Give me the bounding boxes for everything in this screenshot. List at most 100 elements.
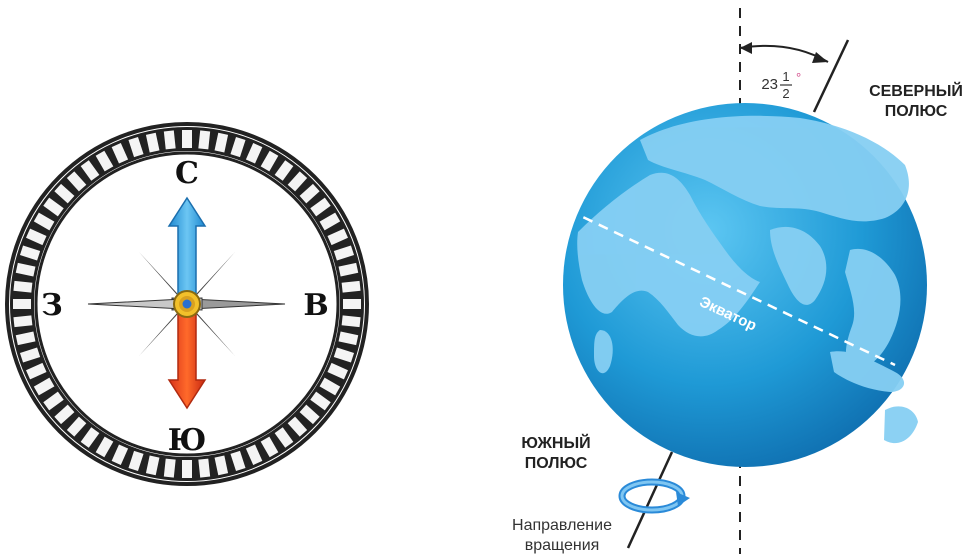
compass-tick xyxy=(319,377,341,396)
continent-southeast-asia xyxy=(845,248,901,369)
compass-tick xyxy=(80,427,100,448)
compass-tick xyxy=(343,299,361,309)
earth-axis-top xyxy=(812,39,850,113)
compass-tick xyxy=(327,228,348,246)
compass-tick xyxy=(245,143,263,164)
compass-tick xyxy=(13,315,33,328)
compass-tick xyxy=(198,458,211,478)
compass-tick xyxy=(163,458,176,478)
south-pole-label-line2: ПОЛЮС xyxy=(525,455,588,472)
compass-tick xyxy=(260,150,279,172)
compass-tick xyxy=(145,455,160,476)
compass-tick xyxy=(13,280,33,293)
compass-tick xyxy=(333,245,355,261)
compass-tick xyxy=(128,450,144,472)
continent-india xyxy=(770,226,827,305)
continent-arabia-africa xyxy=(577,172,760,337)
continent-australia-edge xyxy=(884,406,918,444)
earth-axis-bottom xyxy=(626,451,674,549)
compass-tick xyxy=(319,212,341,231)
rose-spike-ne xyxy=(187,252,235,304)
compass-tick xyxy=(338,331,359,346)
rose-spike-se xyxy=(187,304,235,356)
continent-indonesia xyxy=(830,351,905,392)
compass-tick xyxy=(145,132,160,153)
compass-tick xyxy=(95,150,114,172)
compass-tick xyxy=(274,427,294,448)
rotation-label-line1: Направление xyxy=(512,517,612,534)
compass-tick xyxy=(245,444,263,465)
compass-tick xyxy=(95,436,114,458)
needle-pivot-center xyxy=(182,299,192,309)
compass-tick xyxy=(19,245,41,261)
compass-tick xyxy=(333,347,355,363)
compass-tick xyxy=(80,160,100,181)
compass-tick xyxy=(341,315,361,328)
compass-ticks xyxy=(13,130,361,478)
compass: С Ю З В xyxy=(5,122,369,486)
compass-tick xyxy=(230,450,246,472)
compass-tick xyxy=(182,130,192,148)
compass-tick xyxy=(15,331,36,346)
compass-tick xyxy=(13,299,31,309)
compass-east-label: В xyxy=(303,288,328,323)
compass-south-label: Ю xyxy=(168,423,207,458)
north-pole-label-line1: СЕВЕРНЫЙ xyxy=(869,81,963,100)
south-pole-label-line1: ЮЖНЫЙ xyxy=(521,433,590,452)
globe-continents xyxy=(577,115,918,444)
compass-tick xyxy=(230,136,246,158)
compass-tick xyxy=(43,391,64,411)
compass-tick xyxy=(260,436,279,458)
tilt-angle-label: 23 1 2 ° xyxy=(761,69,801,101)
compass-tick xyxy=(198,130,211,150)
north-pole-label-line2: ПОЛЮС xyxy=(885,103,948,120)
compass-tick xyxy=(274,160,294,181)
compass-tick xyxy=(33,212,55,231)
compass-tick xyxy=(26,362,47,380)
continent-madagascar xyxy=(594,330,613,374)
compass-tick xyxy=(214,455,229,476)
compass-tick xyxy=(214,132,229,153)
compass-tick xyxy=(327,362,348,380)
compass-tick xyxy=(163,130,176,150)
continent-asia-north xyxy=(640,115,909,222)
tilt-angle-numerator: 1 xyxy=(782,69,789,84)
compass-tick xyxy=(310,197,331,217)
compass-tick xyxy=(310,391,331,411)
tilt-angle-degree: ° xyxy=(796,70,801,85)
earth-diagram: Экватор 23 1 2 ° СЕВЕРНЫЙ ПОЛЮС ЮЖНЫЙ ПО… xyxy=(512,8,963,554)
tilt-arrow-left xyxy=(740,42,752,54)
compass-tick xyxy=(111,444,129,465)
equator-line xyxy=(567,208,896,367)
compass-tick xyxy=(66,416,87,437)
tilt-arrow-right xyxy=(812,52,828,63)
compass-tick xyxy=(19,347,41,363)
compass-tick xyxy=(182,460,192,478)
compass-tick xyxy=(15,262,36,277)
compass-tick xyxy=(341,280,361,293)
tilt-angle-whole: 23 xyxy=(761,76,778,93)
compass-tick xyxy=(54,404,75,425)
compass-tick xyxy=(111,143,129,164)
compass-west-label: З xyxy=(41,288,63,323)
compass-tick xyxy=(287,171,308,192)
compass-tick xyxy=(43,197,64,217)
compass-tick xyxy=(299,183,320,204)
rose-spike-nw xyxy=(139,252,187,304)
compass-needle xyxy=(167,196,207,410)
compass-tick xyxy=(54,183,75,204)
compass-tick xyxy=(26,228,47,246)
rose-spike-sw xyxy=(139,304,187,356)
compass-tick xyxy=(287,416,308,437)
compass-north-label: С xyxy=(175,156,199,191)
compass-tick xyxy=(338,262,359,277)
rotation-label-line2: вращения xyxy=(525,537,600,554)
needle-south-half xyxy=(167,303,207,410)
compass-tick xyxy=(66,171,87,192)
compass-tick xyxy=(128,136,144,158)
rotation-arrow-icon xyxy=(618,478,690,514)
compass-tick xyxy=(33,377,55,396)
tilt-angle-denominator: 2 xyxy=(782,86,789,101)
compass-tick xyxy=(299,404,320,425)
